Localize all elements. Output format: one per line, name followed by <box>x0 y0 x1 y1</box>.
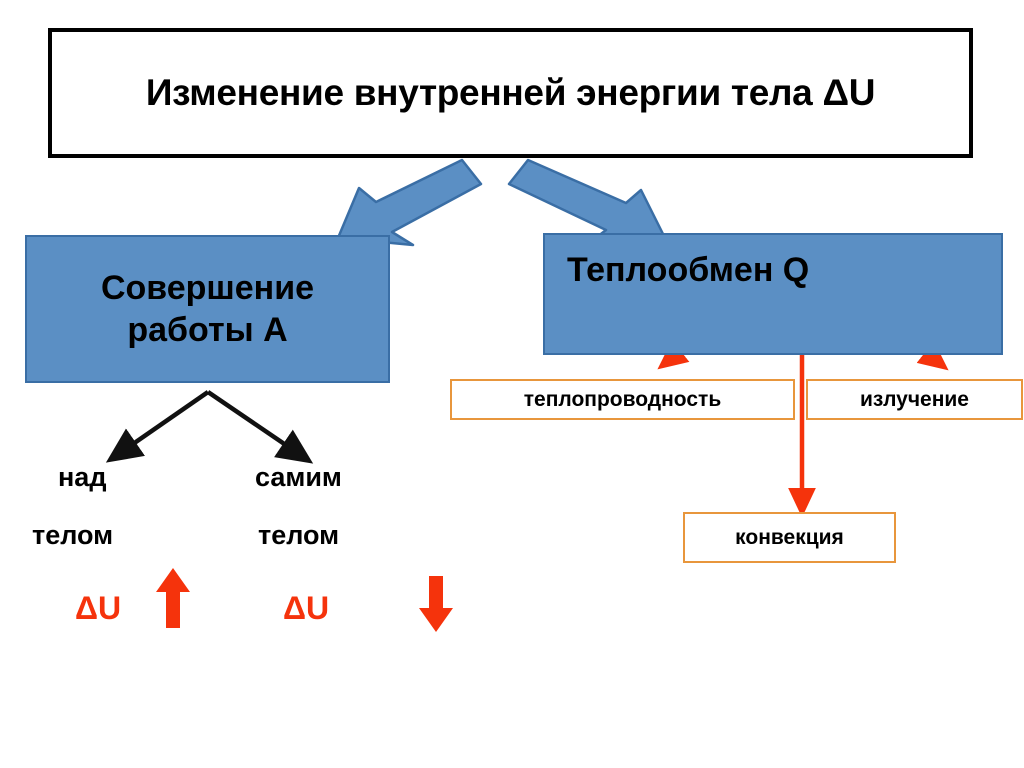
result-delta-u-decrease: ΔU <box>283 590 330 626</box>
heat-mode-box-convection[interactable]: конвекция <box>683 512 896 563</box>
heat-mode-label-radiation: излучение <box>860 387 969 411</box>
work-mode-label-by-body-line2: телом <box>258 520 340 550</box>
work-mode-label-by-body-line1: самим <box>255 462 342 492</box>
branch-box-work-line1: Совершение <box>100 268 315 307</box>
black-branch-arrows <box>105 390 314 464</box>
delta-u-up-arrow-icon <box>156 568 190 628</box>
block-arrow-to-heat <box>507 158 667 246</box>
heat-mode-label-convection: конвекция <box>735 525 844 549</box>
page-title: Изменение внутренней энергии тела ΔU <box>145 72 876 113</box>
page-title-box: Изменение внутренней энергии тела ΔU <box>48 28 973 158</box>
work-mode-label-over-body-line1: над <box>58 462 107 492</box>
result-delta-u-increase: ΔU <box>75 590 122 626</box>
work-mode-label-over-body-line2: телом <box>32 520 114 550</box>
heat-mode-label-conduction: теплопроводность <box>523 387 722 411</box>
heat-mode-box-conduction[interactable]: теплопроводность <box>450 379 795 420</box>
branch-box-work-line2: работы А <box>127 311 288 349</box>
branch-box-heat-label: Теплообмен Q <box>567 251 810 289</box>
block-arrow-to-work <box>336 158 483 247</box>
branch-box-heat[interactable]: Теплообмен Q <box>543 233 1003 355</box>
heat-mode-box-radiation[interactable]: излучение <box>806 379 1023 420</box>
branch-box-work[interactable]: Совершение работы А <box>25 235 390 383</box>
delta-u-down-arrow-icon <box>419 576 453 632</box>
branch-box-work-label: Совершение работы А <box>101 267 314 352</box>
